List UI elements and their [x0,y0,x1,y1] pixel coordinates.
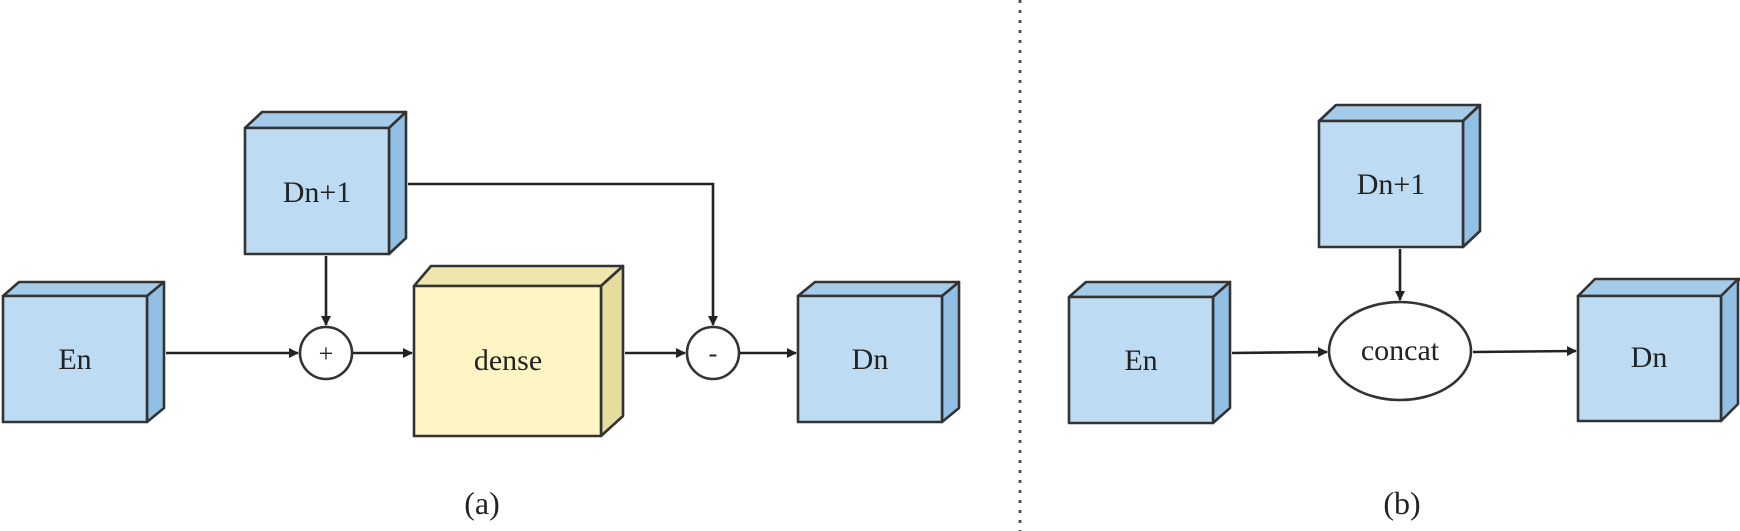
subtract-symbol: - [709,339,718,368]
panel-b: En Dn+1 Dn concat (b) [1067,103,1740,521]
block-dn-plus-1-b: Dn+1 [1317,103,1482,249]
dense-label: dense [474,344,542,377]
concat-node: concat [1327,300,1473,402]
block-dn-a: Dn [796,280,961,424]
dn-label-a: Dn [852,343,889,376]
dn-plus-1-label-b: Dn+1 [1357,168,1426,201]
en-label-b: En [1124,344,1157,377]
block-dense: dense [412,264,625,438]
dn-plus-1-label-a: Dn+1 [283,176,352,209]
caption-a: (a) [464,485,500,521]
block-en-b: En [1067,280,1232,425]
arrow-en-to-concat [1231,347,1328,358]
arrow-dn-plus-1-to-subtract [408,182,718,326]
block-en-a: En [1,280,166,424]
panel-a: En Dn+1 dense Dn + [1,110,961,521]
caption-b: (b) [1383,485,1420,521]
arrow-concat-to-dn [1472,346,1577,357]
block-dn-b: Dn [1576,277,1740,423]
en-label-a: En [58,343,91,376]
block-dn-plus-1-a: Dn+1 [243,110,408,256]
add-symbol: + [319,339,334,368]
subtract-operator: - [685,325,741,381]
concat-label: concat [1361,334,1440,367]
add-operator: + [298,325,354,381]
dn-label-b: Dn [1631,341,1668,374]
